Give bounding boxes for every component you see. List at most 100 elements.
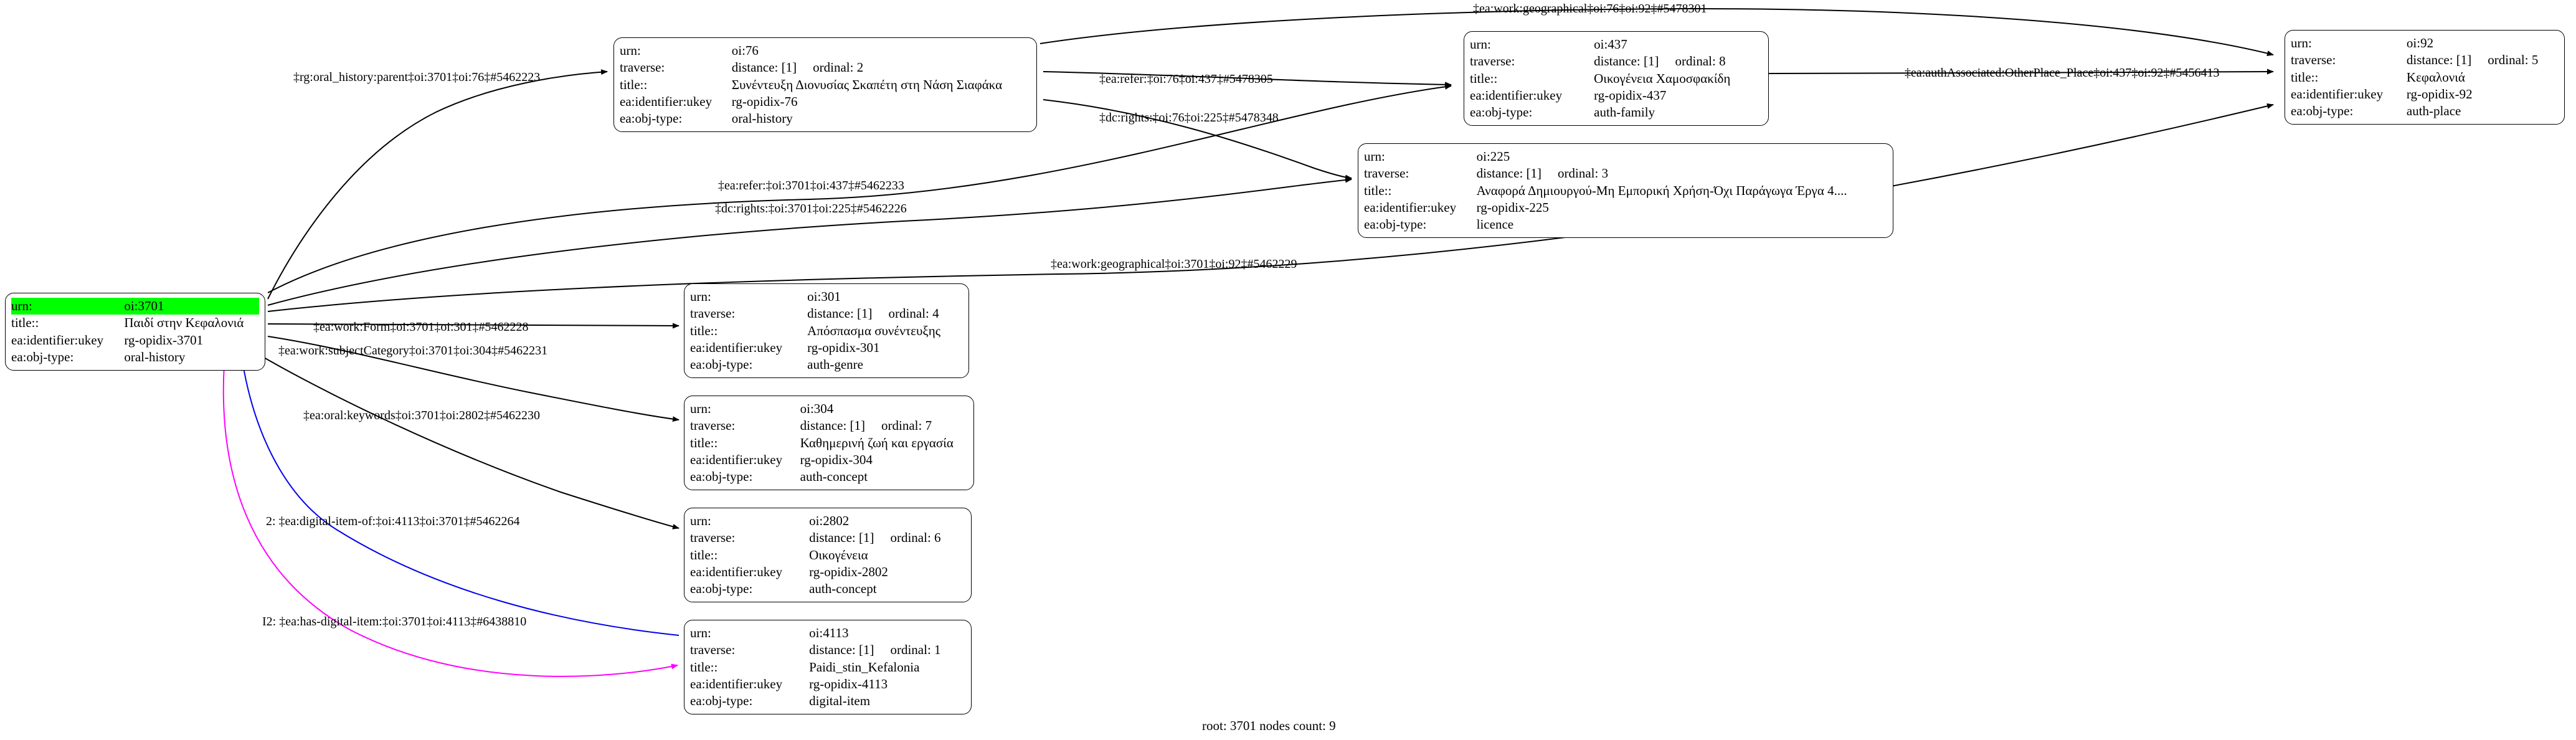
field-value-urn: oi:2802	[809, 513, 850, 528]
field-label-traverse: traverse:	[690, 418, 736, 434]
field-value-title: Παιδί στην Κεφαλονιά	[124, 315, 244, 331]
edge-path-e12	[241, 364, 680, 636]
node-row-objtype: ea:obj-type: licence	[1364, 216, 1887, 233]
node-row-objtype: ea:obj-type: auth-family	[1470, 104, 1763, 121]
edge-label-e8: ‡ea:work:geographical‡oi:3701‡oi:92‡#546…	[1051, 257, 1297, 271]
field-value-ukey: rg-opidix-4113	[809, 676, 888, 691]
field-label-title: title::	[1470, 70, 1498, 86]
field-label-traverse: traverse:	[690, 642, 736, 658]
node-row-ukey: ea:identifier:ukey rg-opidix-225	[1364, 199, 1887, 216]
field-value-distance: distance: [1]	[1594, 54, 1659, 69]
field-label-objtype: ea:obj-type:	[690, 693, 753, 709]
field-label-ukey: ea:identifier:ukey	[690, 676, 783, 691]
node-row-urn: urn: oi:437	[1470, 36, 1763, 53]
field-value-title: Paidi_stin_Kefalonia	[809, 659, 920, 675]
node-row-ukey: ea:identifier:ukey rg-opidix-304	[690, 452, 968, 468]
field-value-ukey: rg-opidix-3701	[124, 332, 204, 348]
node-row-traverse: traverse: distance: [1]ordinal: 3	[1364, 165, 1887, 182]
field-value-title: Οικογένεια Χαμοσφακίδη	[1594, 70, 1731, 86]
edge-label-e10: ‡ea:work:subjectCategory‡oi:3701‡oi:304‡…	[278, 344, 548, 358]
node-row-objtype: ea:obj-type: auth-concept	[690, 581, 965, 597]
node-row-title: title:: Οικογένεια	[690, 547, 965, 564]
field-value-ordinal: ordinal: 6	[890, 530, 941, 546]
field-value-ukey: rg-opidix-437	[1594, 87, 1667, 103]
field-label-traverse: traverse:	[690, 306, 736, 321]
field-value-urn: oi:76	[731, 43, 759, 58]
field-label-objtype: ea:obj-type:	[690, 581, 753, 597]
graph-node-3701[interactable]: urn: oi:3701 title:: Παιδί στην Κεφαλονι…	[5, 293, 265, 371]
field-label-urn: urn:	[2291, 36, 2312, 50]
node-row-title: title:: Οικογένεια Χαμοσφακίδη	[1470, 70, 1763, 87]
field-value-distance: distance: [1]	[809, 642, 874, 658]
field-value-ukey: rg-opidix-304	[800, 452, 873, 467]
graph-node-2802[interactable]: urn: oi:2802 traverse: distance: [1]ordi…	[684, 508, 972, 603]
edge-path-e11	[249, 348, 680, 529]
field-value-ordinal: ordinal: 8	[1675, 54, 1726, 69]
field-label-objtype: ea:obj-type:	[11, 349, 74, 364]
node-row-title: title:: Απόσπασμα συνέντευξης	[690, 323, 963, 339]
field-value-title: Καθημερινή ζωή και εργασία	[800, 435, 954, 450]
field-value-title: Συνέντευξη Διονυσίας Σκαπέτη στη Νάση Σι…	[731, 77, 1003, 92]
field-value-objtype: auth-family	[1594, 105, 1655, 120]
field-value-objtype: digital-item	[809, 693, 871, 709]
node-row-traverse: traverse: distance: [1]ordinal: 7	[690, 417, 968, 434]
node-row-objtype: ea:obj-type: auth-concept	[690, 468, 968, 485]
edge-label-e13: I2: ‡ea:has-digital-item:‡oi:3701‡oi:411…	[262, 615, 527, 629]
field-label-urn: urn:	[690, 401, 711, 416]
node-row-title: title:: Κεφαλονιά	[2291, 69, 2559, 86]
field-label-title: title::	[690, 659, 718, 675]
field-label-urn: urn:	[690, 289, 711, 304]
field-value-urn: oi:225	[1476, 149, 1510, 164]
graph-node-76[interactable]: urn: oi:76 traverse: distance: [1]ordina…	[613, 37, 1037, 133]
graph-node-304[interactable]: urn: oi:304 traverse: distance: [1]ordin…	[684, 396, 974, 491]
edge-label-e4: ‡ea:work:geographical‡oi:76‡oi:92‡#54783…	[1473, 2, 1707, 16]
field-label-traverse: traverse:	[1364, 166, 1409, 181]
field-value-ordinal: ordinal: 2	[813, 60, 864, 75]
field-label-urn: urn:	[1470, 37, 1491, 52]
field-value-objtype: auth-place	[2406, 103, 2461, 119]
field-value-urn: oi:301	[807, 289, 841, 304]
node-row-title: title:: Παιδί στην Κεφαλονιά	[11, 315, 259, 331]
field-label-title: title::	[620, 77, 648, 92]
node-row-urn: urn: oi:225	[1364, 148, 1887, 165]
field-value-title: Κεφαλονιά	[2406, 69, 2465, 85]
graph-node-225[interactable]: urn: oi:225 traverse: distance: [1]ordin…	[1358, 143, 1893, 239]
node-row-objtype: ea:obj-type: auth-place	[2291, 103, 2559, 120]
field-label-traverse: traverse:	[690, 530, 736, 546]
field-label-title: title::	[690, 435, 718, 450]
field-label-ukey: ea:identifier:ukey	[11, 332, 104, 348]
field-value-title: Οικογένεια	[809, 547, 868, 562]
graph-node-437[interactable]: urn: oi:437 traverse: distance: [1] ordin…	[1464, 31, 1769, 126]
node-row-urn: urn: oi:304	[690, 401, 968, 417]
graph-footer-summary: root: 3701 nodes count: 9	[1202, 718, 1336, 733]
field-label-ukey: ea:identifier:ukey	[690, 339, 783, 355]
field-label-urn: urn:	[690, 513, 711, 528]
edge-path-e8	[267, 103, 2274, 312]
field-label-traverse: traverse:	[620, 60, 665, 75]
graph-node-92[interactable]: urn: oi:92 traverse: distance: [1]ordina…	[2285, 30, 2565, 125]
field-value-urn: oi:437	[1594, 37, 1627, 52]
field-value-ordinal: ordinal: 1	[890, 642, 941, 658]
node-row-urn: urn: oi:76	[620, 42, 1031, 59]
node-row-traverse: traverse: distance: [1] ordinal: 1	[690, 642, 965, 658]
field-label-traverse: traverse:	[2291, 52, 2336, 68]
node-row-traverse: traverse: distance: [1] ordinal: 8	[1470, 53, 1763, 70]
field-value-objtype: auth-concept	[809, 581, 877, 597]
field-label-objtype: ea:obj-type:	[2291, 103, 2354, 119]
field-value-title: Αναφορά Δημιουργού-Μη Εμπορική Χρήση-Όχι…	[1476, 183, 1847, 198]
field-label-ukey: ea:identifier:ukey	[690, 564, 783, 579]
graph-node-301[interactable]: urn: oi:301 traverse: distance: [1]ordin…	[684, 283, 969, 379]
node-row-title: title:: Αναφορά Δημιουργού-Μη Εμπορική Χ…	[1364, 183, 1887, 199]
graph-node-4113[interactable]: urn: oi:4113 traverse: distance: [1]ordi…	[684, 620, 972, 715]
node-row-traverse: traverse: distance: [1]ordinal: 2	[620, 59, 1031, 76]
field-label-objtype: ea:obj-type:	[1364, 217, 1427, 232]
node-row-ukey: ea:identifier:ukey rg-opidix-437	[1470, 87, 1763, 104]
field-label-urn: urn:	[620, 43, 641, 58]
field-label-objtype: ea:obj-type:	[1470, 105, 1533, 120]
edge-label-e9: ‡ea:work:Form‡oi:3701‡oi:301‡#5462228	[313, 320, 529, 334]
field-label-objtype: ea:obj-type:	[690, 357, 753, 372]
field-label-traverse: traverse:	[1470, 54, 1515, 69]
field-value-ukey: rg-opidix-92	[2406, 86, 2473, 102]
field-value-objtype: auth-concept	[800, 469, 868, 485]
